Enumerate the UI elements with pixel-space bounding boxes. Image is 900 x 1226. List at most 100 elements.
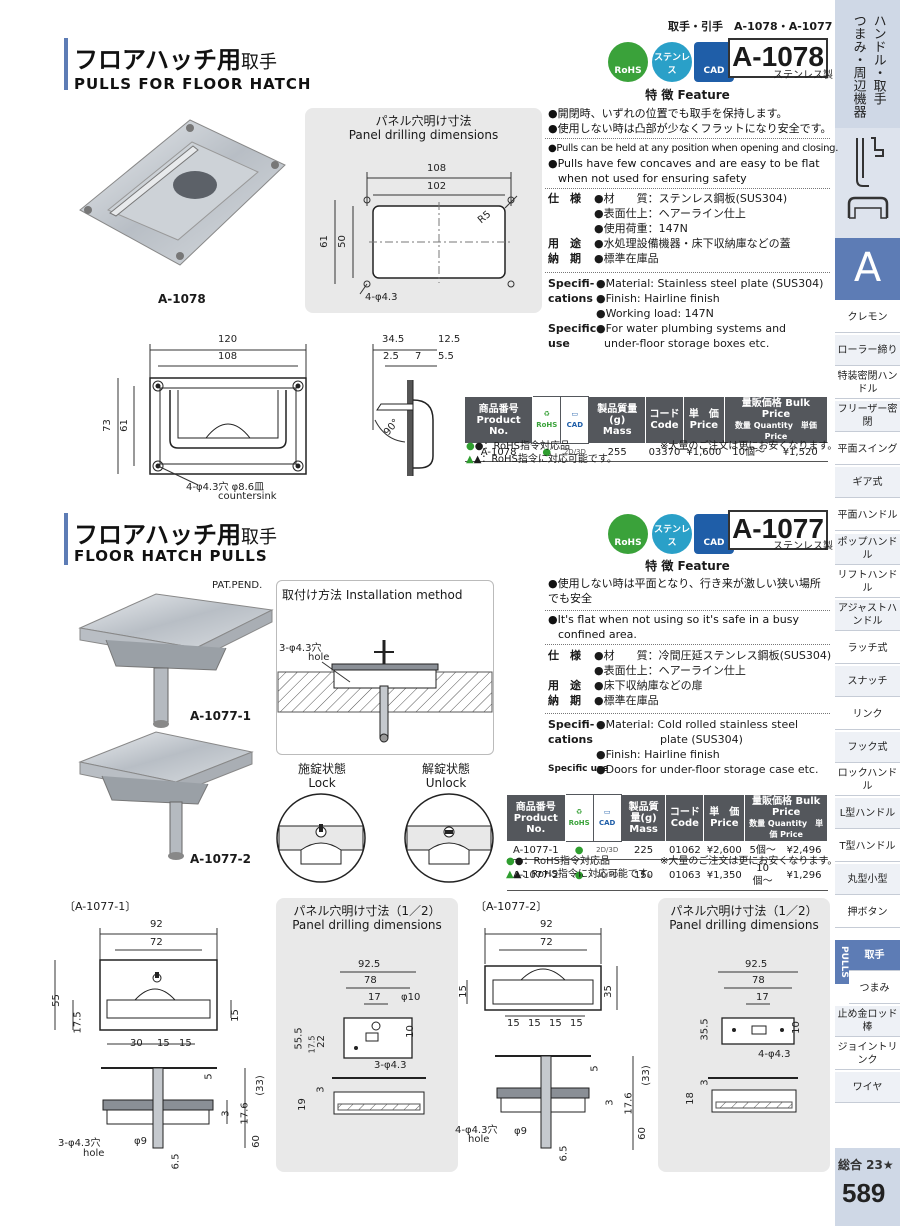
d1-dim-w-inner: 72: [150, 937, 163, 948]
p1-front-dim-w-outer: 120: [218, 334, 238, 345]
product1-panel-title-en: Panel drilling dimensions: [348, 128, 499, 142]
d2-dim-hole-en: hole: [468, 1134, 490, 1145]
sidebar-item[interactable]: リンク: [835, 699, 900, 730]
d1-dim-tip: 6.5: [170, 1153, 182, 1170]
p1-side-dim-a: 34.5: [382, 334, 405, 345]
divider: [545, 713, 830, 714]
cell-mass: 225: [621, 841, 666, 860]
sidebar-section-letter: A: [835, 238, 900, 300]
cad-badge-label: CAD: [703, 66, 725, 76]
install-title: 取付け方法 Installation method: [282, 588, 463, 602]
sidebar-item[interactable]: ポップハンドル: [835, 534, 900, 565]
sidebar-item[interactable]: 押ボタン: [835, 897, 900, 928]
cell-unit-price: ¥1,296: [780, 859, 828, 891]
spec-label: cations: [548, 292, 593, 305]
cell-cad[interactable]: 2D/3D: [560, 443, 589, 462]
p2-order-note: ※大量のご注文は更にお安くなります。: [660, 856, 838, 867]
d1-dim-w-outer: 92: [150, 919, 163, 930]
d1-panel-title-jp: パネル穴明け寸法（1／2）: [293, 904, 441, 918]
sidebar-item[interactable]: ワイヤ: [835, 1072, 900, 1103]
p1-front-dim-holes: 4-φ4.3穴 φ8.6皿: [186, 482, 265, 493]
d1-dim-t2: (33): [254, 1075, 266, 1096]
sidebar-item[interactable]: 取手: [849, 940, 900, 971]
d1-dim-hole-en: hole: [83, 1148, 105, 1159]
sidebar-item[interactable]: ラッチ式: [835, 633, 900, 664]
p1-feature-en-3: when not used for ensuring safety: [558, 172, 747, 185]
sidebar-item[interactable]: ギア式: [835, 467, 900, 498]
sidebar-item[interactable]: ジョイントリンク: [835, 1039, 900, 1070]
sidebar-item[interactable]: つまみ: [849, 973, 900, 1004]
sidebar-item[interactable]: ローラー締り: [835, 335, 900, 366]
p1-feature-en-1: ●Pulls can be held at any position when …: [548, 143, 839, 154]
d2-panel-w2: 78: [752, 975, 765, 986]
spec-text: ●Material: Stainless steel plate (SUS304…: [596, 277, 824, 290]
sidebar-item[interactable]: リフトハンドル: [835, 567, 900, 598]
sidebar-item[interactable]: スナッチ: [835, 666, 900, 697]
install-drawing: [277, 640, 493, 743]
product1-side-drawing: [372, 344, 437, 476]
cell-qty: 10個〜: [744, 859, 781, 891]
d2-panel-s2: 18: [684, 1092, 696, 1105]
divider: [545, 272, 830, 273]
divider: [545, 138, 830, 139]
d1-dim-hole: 3-φ4.3穴: [58, 1138, 101, 1149]
spec-text: plate (SUS304): [660, 733, 743, 746]
sidebar-item[interactable]: 平面ハンドル: [835, 500, 900, 531]
sidebar-item[interactable]: フック式: [835, 732, 900, 763]
lock-title-en: Lock: [308, 776, 336, 790]
product1-panel-title: パネル穴明け寸法 Panel drilling dimensions: [305, 114, 542, 142]
sidebar-item[interactable]: 特装密閉ハンドル: [835, 368, 900, 399]
sidebar-item[interactable]: クレモン: [835, 303, 900, 333]
divider: [545, 610, 830, 611]
product2-photo-1: [78, 593, 274, 728]
sidebar-item[interactable]: 丸型小型: [835, 864, 900, 895]
spec-label: 仕 様: [548, 192, 581, 205]
cell-cad[interactable]: 2D/3D: [593, 859, 622, 891]
spec-text: ●標準在庫品: [594, 694, 659, 707]
d2-dim-b4: 15: [570, 1018, 583, 1029]
spec-label: 用 途: [548, 679, 581, 692]
d1-dim-slot: 15: [229, 1009, 241, 1022]
title-accent: [64, 38, 68, 90]
cell-cad[interactable]: 2D/3D: [593, 841, 622, 860]
sidebar-item[interactable]: アジャストハンドル: [835, 600, 900, 631]
d2-dim-t3: 3: [604, 1099, 616, 1106]
cell-rohs: ●: [565, 859, 594, 891]
spec-label: Specifi-: [548, 277, 595, 290]
d2-dim-t: 5: [589, 1065, 601, 1072]
sidebar-item[interactable]: T型ハンドル: [835, 831, 900, 862]
sidebar-item[interactable]: ロックハンドル: [835, 765, 900, 796]
d1-dim-t4: 17.6: [239, 1102, 251, 1125]
lock-title-jp: 施錠状態: [297, 762, 346, 776]
cad-badge[interactable]: CAD: [694, 514, 734, 554]
d2-panel-title: パネル穴明け寸法（1／2） Panel drilling dimensions: [658, 904, 830, 932]
drawing1-front: [54, 928, 246, 1149]
spec-label: 納 期: [548, 252, 581, 265]
sidebar-item[interactable]: 止め金ロッド棒: [835, 1006, 900, 1037]
p1-feature-jp-1: ●開閉時、いずれの位置でも取手を保持します。: [548, 107, 788, 120]
product1-front-drawing: [117, 344, 307, 486]
spec-text: ●Finish: Hairline finish: [596, 748, 720, 761]
d2-panel-h2: 10: [790, 1021, 802, 1034]
rohs-badge: RoHS: [608, 514, 648, 554]
sidebar-item[interactable]: L型ハンドル: [835, 798, 900, 829]
d1-panel-s1: 3: [315, 1086, 327, 1093]
header-models: A-1078・A-1077: [734, 20, 833, 33]
d2-dim-tip: 6.5: [558, 1145, 570, 1162]
spec-text: ●材 質：ステンレス鋼板(SUS304): [594, 192, 788, 205]
drawing2-label: 〔A-1077-2〕: [475, 900, 548, 913]
sidebar-item[interactable]: フリーザー密閉: [835, 401, 900, 432]
product2-feature-title: 特 徴 Feature: [645, 559, 730, 573]
p1-feature-en-2: ●Pulls have few concaves and are easy to…: [548, 157, 820, 170]
p1-front-dim-h-outer: 73: [101, 419, 113, 432]
sidebar-item[interactable]: 平面スイング: [835, 434, 900, 465]
d2-panel-w1: 92.5: [745, 959, 768, 970]
cell-code: 01062: [665, 841, 704, 860]
spec-text: under-floor storage boxes etc.: [604, 337, 770, 350]
spec-text: ●材 質：冷間圧延ステンレス鋼板(SUS304): [594, 649, 832, 662]
p1-order-note: ※大量のご注文は更にお安くなります。: [660, 441, 838, 452]
spec-text: ●使用荷重：147N: [594, 222, 688, 235]
table-row: A-1077-2 ● 2D/3D 150 01063 ¥1,350 10個〜 ¥…: [506, 859, 828, 891]
cad-badge[interactable]: CAD: [694, 42, 734, 82]
